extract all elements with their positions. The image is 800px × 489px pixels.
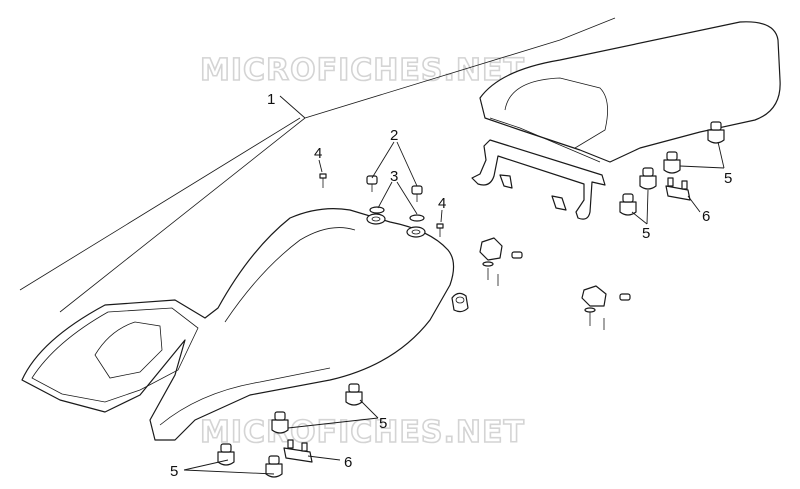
callout-4-right: 4	[438, 195, 446, 212]
callout-labels: 1 2 3 4 4 5 5 5 5 6 6	[170, 91, 732, 480]
small-brackets	[283, 177, 691, 463]
passenger-seat-pad	[479, 21, 781, 163]
callout-1: 1	[267, 91, 275, 108]
callout-6-right: 6	[702, 208, 710, 225]
leader-lines	[183, 95, 725, 475]
callout-5-bottom-left: 5	[170, 463, 178, 480]
callout-5-bottom-mid: 5	[379, 415, 387, 432]
watermark-top: MICROFICHES.NET	[200, 53, 525, 88]
callout-6-bottom: 6	[344, 454, 352, 471]
seat-bracket	[471, 139, 606, 220]
callout-5-mid-right: 5	[642, 225, 650, 242]
callout-4-left: 4	[314, 145, 322, 162]
rubber-bushing	[451, 292, 469, 313]
watermark-bottom: MICROFICHES.NET	[200, 415, 525, 450]
seat-outline-lines	[19, 17, 616, 313]
seat-grommets	[366, 213, 426, 238]
screws-and-washers	[319, 173, 444, 237]
callout-2: 2	[390, 127, 398, 144]
seat-lock-clips	[479, 237, 631, 330]
rubber-buffers	[217, 121, 725, 478]
rider-seat	[21, 208, 455, 441]
callout-3: 3	[390, 168, 398, 185]
callout-5-top-right: 5	[724, 170, 732, 187]
